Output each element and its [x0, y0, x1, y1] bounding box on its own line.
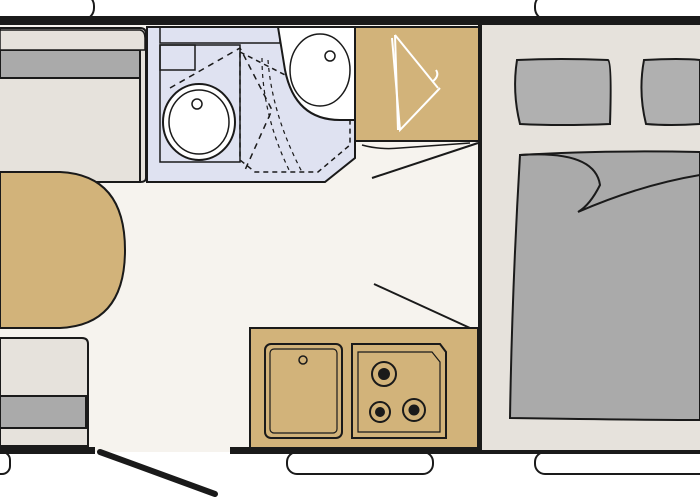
entrance-door-icon — [97, 449, 218, 497]
window-bottom-left — [0, 451, 11, 475]
wardrobe-cabinet — [354, 26, 481, 142]
wall-top — [0, 16, 700, 25]
bathroom-door-line — [371, 142, 479, 179]
rear-bench-cushion — [0, 395, 87, 429]
wall-bottom-right — [230, 447, 700, 454]
rear-bench-seat — [0, 337, 89, 447]
front-seat-cushion-top — [0, 29, 146, 51]
wall-bottom-left — [0, 447, 95, 454]
gas-hob-icon — [351, 343, 447, 439]
window-bottom-right — [534, 451, 700, 475]
mattress-blanket — [508, 150, 700, 422]
interior-door-line — [373, 283, 471, 329]
front-seat-front — [0, 77, 141, 183]
wardrobe — [354, 26, 481, 150]
window-bottom-middle — [286, 451, 434, 475]
washbasin-icon — [276, 26, 356, 121]
sink-icon — [264, 343, 343, 439]
rear-bench — [0, 337, 89, 447]
shower-icon — [169, 46, 351, 173]
front-seat-cushion — [0, 49, 141, 79]
pillow-left — [514, 58, 612, 126]
front-seating — [0, 27, 147, 183]
bathroom — [146, 26, 356, 183]
double-bed — [482, 25, 700, 450]
kitchen-counter — [249, 327, 479, 449]
toilet-icon — [159, 44, 241, 163]
bedroom-partition — [478, 25, 482, 450]
hanger-icon — [391, 34, 441, 133]
blanket-fold — [519, 153, 700, 213]
pillow-right — [640, 58, 700, 126]
wardrobe-door — [361, 142, 471, 150]
dinette-table — [0, 171, 127, 329]
kitchen-worktop — [249, 327, 479, 449]
